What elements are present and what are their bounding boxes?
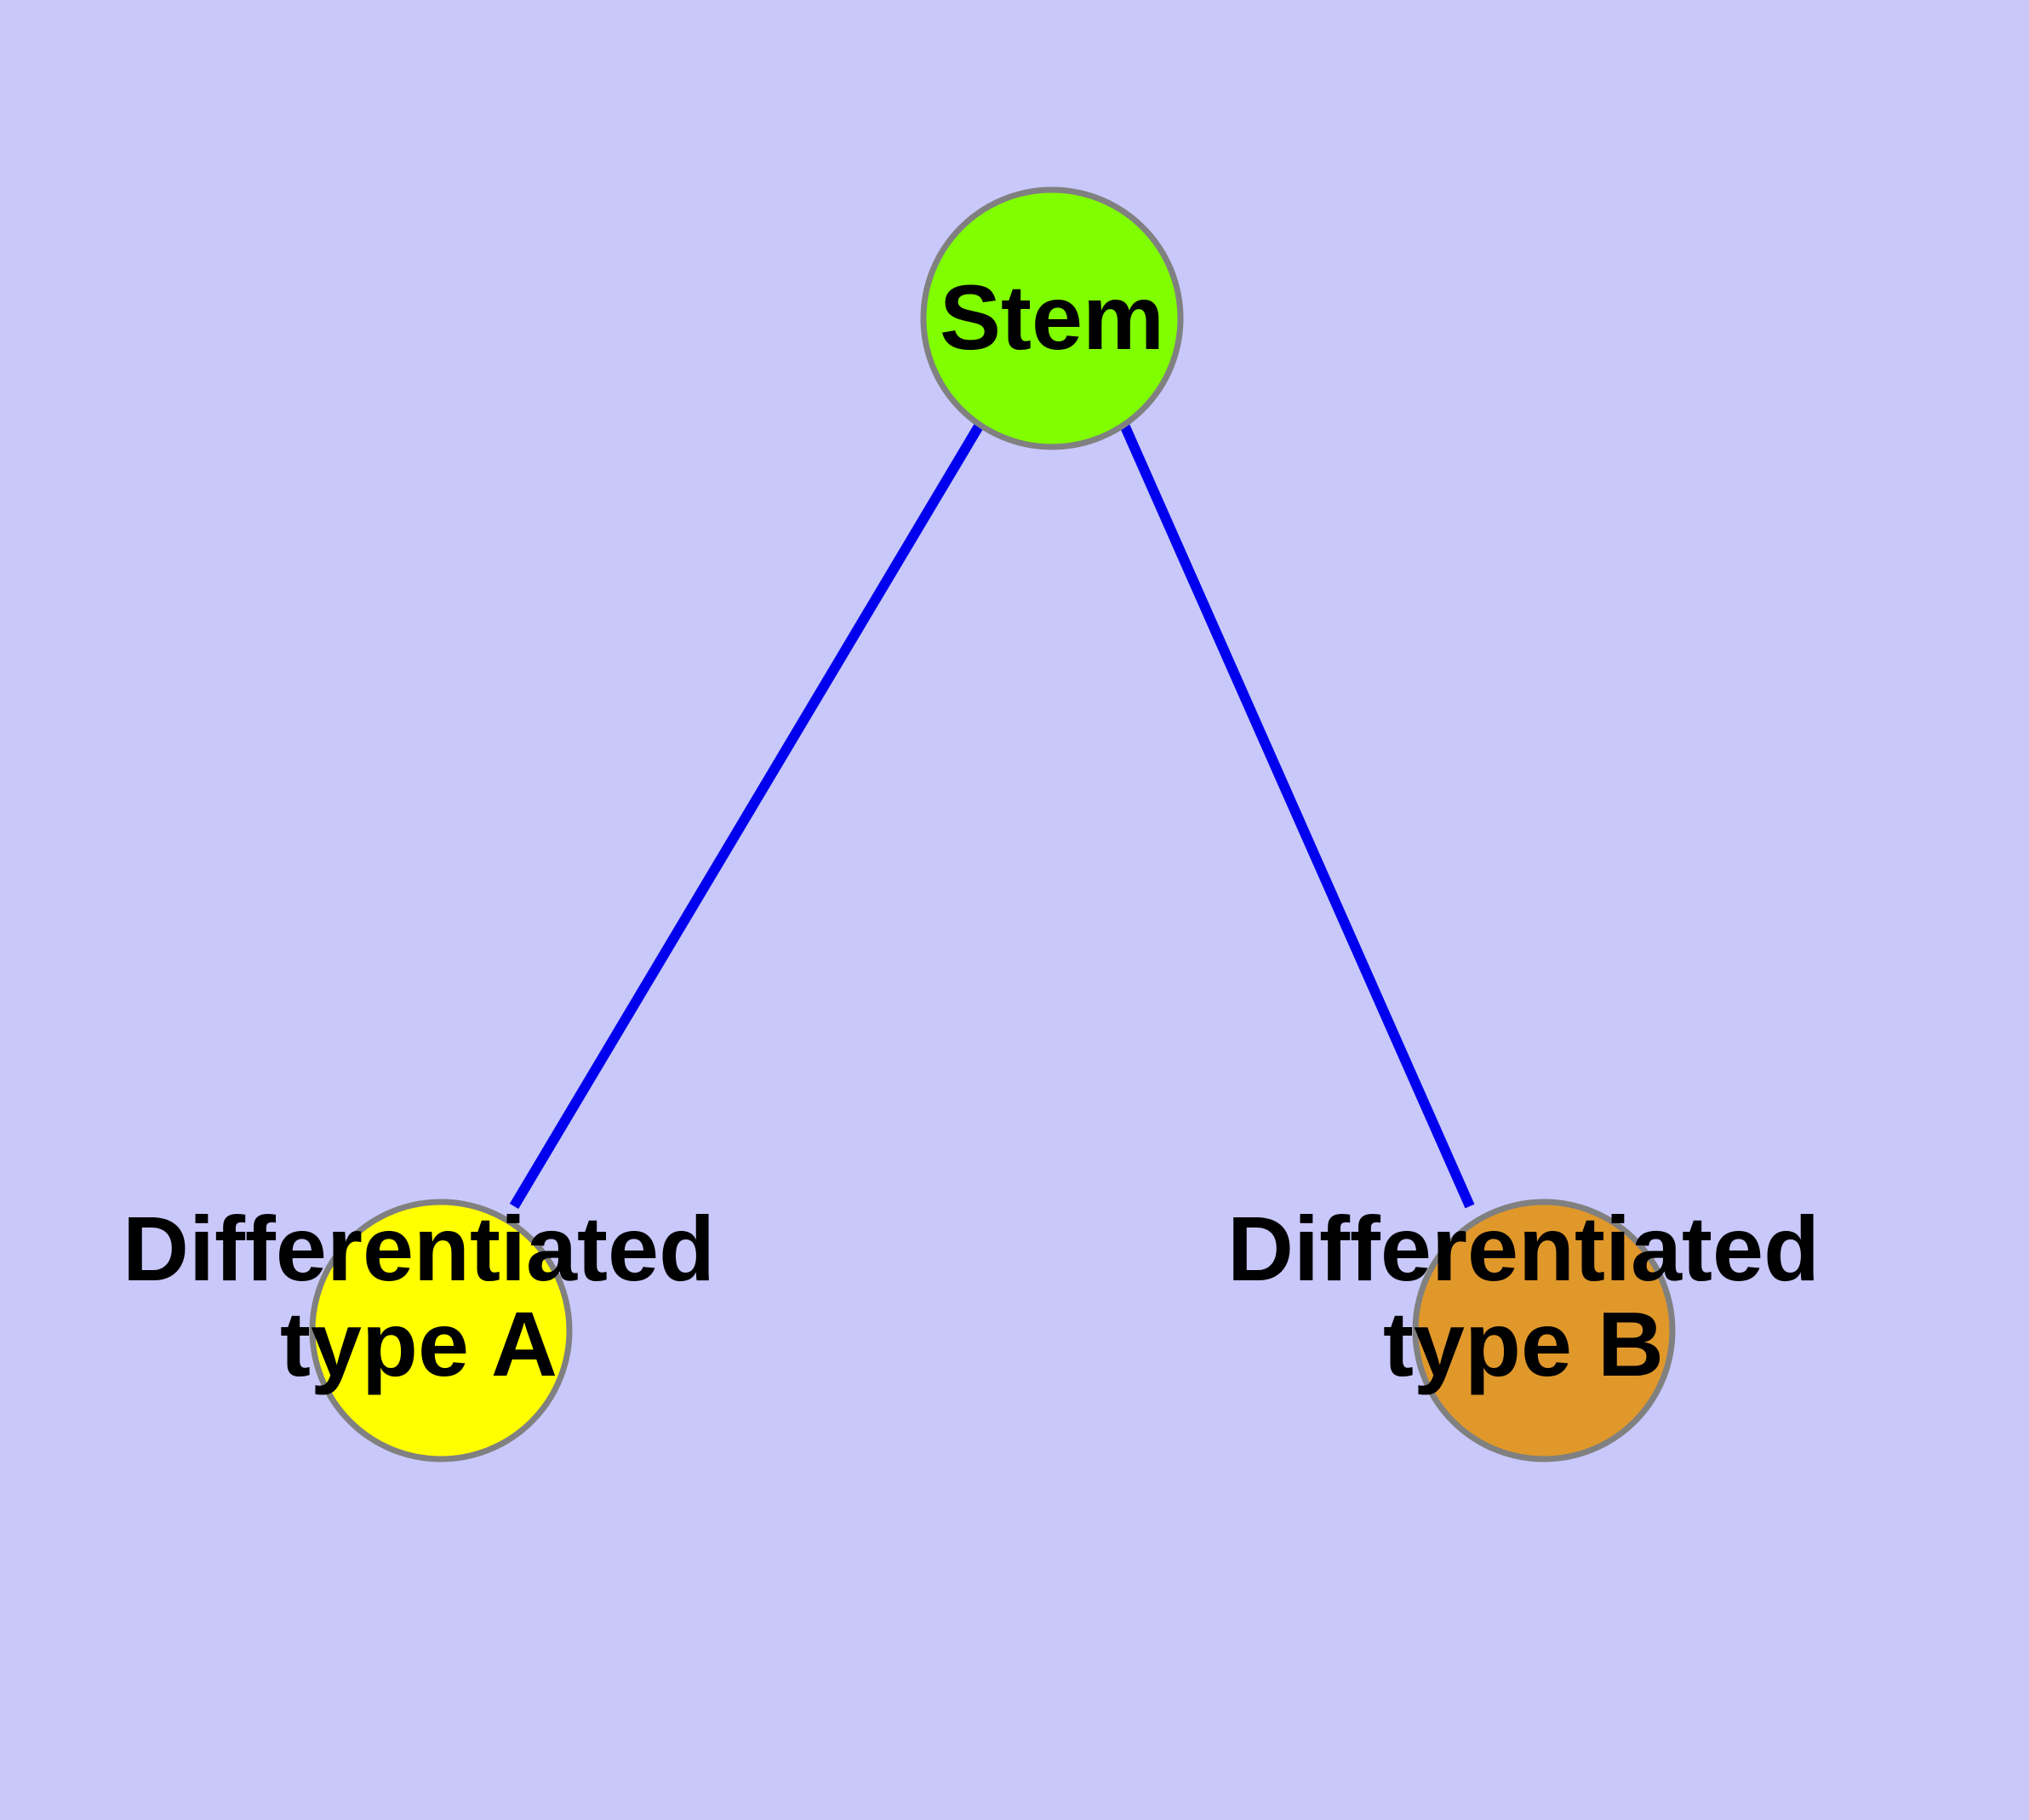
node-diff_b[interactable] — [1412, 1199, 1676, 1462]
node-label-stem: Stem — [940, 266, 1164, 369]
node-label-line: Stem — [940, 266, 1164, 369]
node-stem[interactable] — [920, 186, 1184, 450]
node-diff_a[interactable] — [309, 1199, 573, 1462]
node-layer — [309, 186, 1676, 1462]
edge-layer — [509, 421, 1475, 1210]
node-label-line: type A — [280, 1292, 557, 1395]
node-label-line: Differentiated — [1227, 1197, 1820, 1300]
edge-stem-to-diff_a[interactable] — [509, 421, 985, 1210]
edge-stem-to-diff_b[interactable] — [1119, 422, 1475, 1209]
node-label-line: type B — [1383, 1292, 1664, 1395]
node-label-line: Differentiated — [123, 1197, 715, 1300]
